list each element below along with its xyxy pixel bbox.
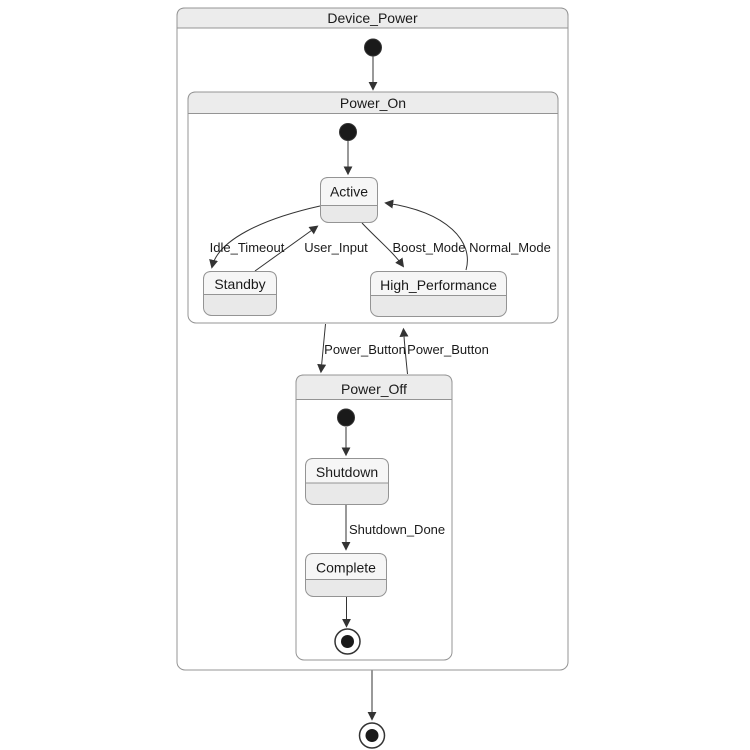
initial-state-power-off xyxy=(337,408,355,427)
power-off-title-bar xyxy=(295,374,453,400)
transition-standby-to-active xyxy=(254,225,319,272)
edge-label-user-input: User_Input xyxy=(304,240,368,255)
transition-power-off-to-power-on xyxy=(399,327,409,375)
edge-label-power-button-off: Power_Button xyxy=(324,342,406,357)
state-complete: Complete xyxy=(305,553,387,597)
state-active: Active xyxy=(320,177,378,223)
transition-active-to-high-performance xyxy=(361,222,405,268)
power-off-body xyxy=(295,374,453,661)
state-standby: Standby xyxy=(203,271,277,316)
transition-power-on-to-power-off xyxy=(317,323,327,374)
state-shutdown: Shutdown xyxy=(305,458,389,505)
active-label: Active xyxy=(330,184,368,200)
power-on-label: Power_On xyxy=(340,95,406,111)
transition-active-to-standby xyxy=(209,205,321,269)
shutdown-title-bar xyxy=(305,458,389,484)
composite-state-power-off: Power_Off xyxy=(295,374,453,661)
power-on-title-bar xyxy=(187,91,559,114)
edge-label-idle-timeout: Idle_Timeout xyxy=(210,240,285,255)
edge-label-shutdown-done: Shutdown_Done xyxy=(349,522,445,537)
state-high-performance: High_Performance xyxy=(370,271,507,317)
transition-high-performance-to-active xyxy=(384,199,468,271)
final-state-inner-dot xyxy=(365,729,379,742)
device-power-label: Device_Power xyxy=(327,10,418,26)
complete-label: Complete xyxy=(316,560,376,576)
high-performance-title-bar xyxy=(370,271,507,296)
edge-label-boost-mode: Boost_Mode xyxy=(393,240,466,255)
initial-state-device-power xyxy=(364,38,382,57)
edge-label-power-button-on: Power_Button xyxy=(407,342,489,357)
power-off-label: Power_Off xyxy=(341,381,407,397)
device-power-title-bar xyxy=(176,7,569,29)
initial-state-power-on xyxy=(339,123,357,141)
active-title-bar xyxy=(320,177,378,206)
edge-label-normal-mode: Normal_Mode xyxy=(469,240,551,255)
standby-label: Standby xyxy=(214,276,265,292)
standby-title-bar xyxy=(203,271,277,295)
high-performance-label: High_Performance xyxy=(380,277,497,293)
final-state-power-off xyxy=(334,628,361,655)
final-state-inner-dot xyxy=(341,635,354,648)
complete-title-bar xyxy=(305,553,387,580)
shutdown-label: Shutdown xyxy=(316,464,378,480)
final-state-device-power xyxy=(358,722,386,749)
